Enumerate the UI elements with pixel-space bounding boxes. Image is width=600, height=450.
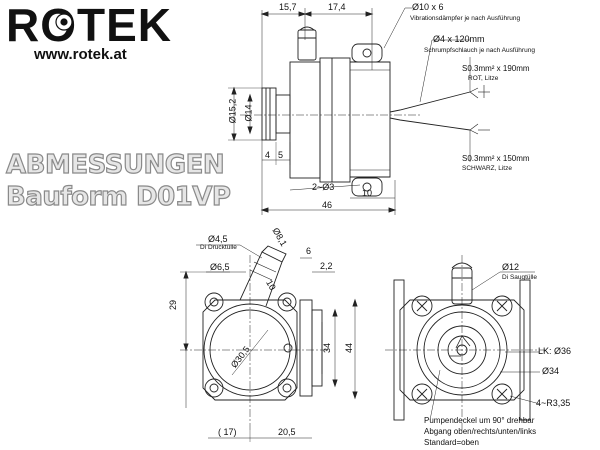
dim-d10x6: Ø10 x 6 [412,2,444,12]
heading-line1: ABMESSUNGEN [5,149,225,180]
note-deckel-2: Abgang oben/rechts/unten/links [424,427,537,436]
dim-46: 46 [322,200,333,210]
rotek-url[interactable]: www.rotek.at [34,46,127,63]
dim-2xd3: 2~Ø3 [312,182,335,192]
dim-2-2: 2,2 [320,261,333,271]
logo-text: ROTEK [6,0,172,51]
wire-black-spec: S0.3mm² x 150mm [462,154,530,163]
dim-44: 44 [344,342,355,354]
wire-black-note: SCHWARZ, Litze [462,165,512,172]
dim-29: 29 [168,299,179,311]
dim-d4-5: Ø4,5 [208,234,228,244]
rotek-logo: ROTEK [6,2,172,48]
side-view [385,255,545,430]
front-view [180,244,358,442]
logo-gear-icon [55,13,73,31]
heading-line2: Bauform D01VP [5,181,231,212]
dim-d14: Ø14 [243,104,254,122]
dim-d4x120: Ø4 x 120mm [433,34,485,44]
dim-20-5: 20,5 [278,427,296,437]
dim-4r3-35: 4~R3,35 [536,398,571,408]
dim-5: 5 [278,150,284,160]
dim-17: ( 17) [218,427,237,437]
dim-4: 4 [265,150,271,160]
dim-lk36: LK: Ø36 [538,346,572,356]
note-druckduelle: Di Drucktülle [200,244,237,251]
dim-6: 6 [306,246,312,256]
note-schrumpf: Schrumpfschlauch je nach Ausführung [424,47,535,54]
wire-red-note: ROT, Litze [468,75,499,82]
dim-15-7: 15,7 [279,2,297,12]
wire-red-spec: S0.3mm² x 190mm [462,64,530,73]
dim-d6-5: Ø6,5 [210,262,230,272]
dim-d12: Ø12 [502,262,520,272]
note-deckel-1: Pumpendeckel um 90° drehbar [424,416,535,425]
dim-10-top: 10 [362,188,373,198]
note-vibration: Vibrationsdämpfer je nach Ausführung [410,15,521,22]
dim-d15-2: Ø15,2 [227,98,238,124]
note-deckel-3: Standard=oben [424,438,479,447]
top-view [228,7,490,215]
dim-d34: Ø34 [542,366,560,376]
note-saugtuelle: Di Saugtülle [502,274,538,281]
dim-17-4: 17,4 [328,2,346,12]
dim-34-front: 34 [322,342,333,354]
